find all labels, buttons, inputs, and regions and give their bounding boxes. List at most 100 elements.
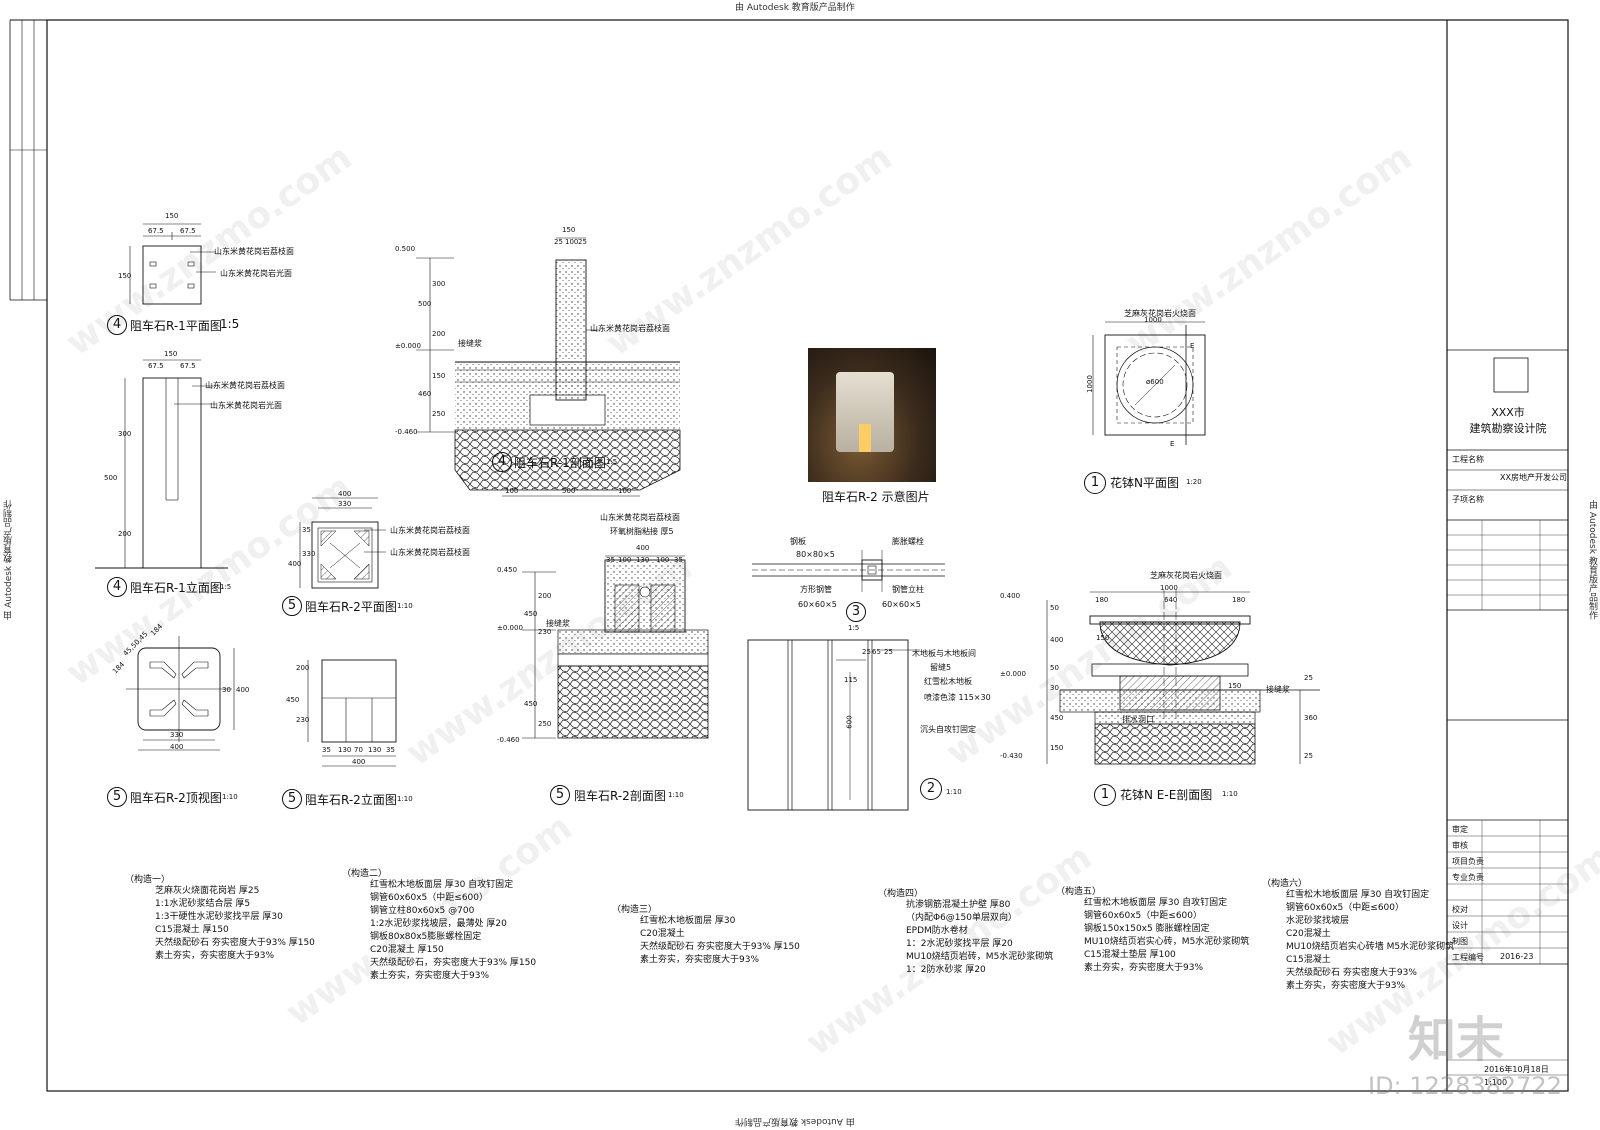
dimension: 67.5	[148, 227, 164, 235]
drawing-title: 阻车石R-1剖面图	[514, 456, 606, 470]
level-mark: -0.460	[395, 428, 418, 436]
drawing-title: 阻车石R-2顶视图	[130, 791, 222, 805]
leader-label: 留缝5	[930, 663, 952, 672]
leader-label: 喷漆色漆 115×30	[924, 693, 991, 702]
note-line: MU10烧结页岩实心砖，M5水泥砂浆砌筑	[1084, 937, 1250, 947]
note-line: 钢管60x60x5（中距≤600）	[1084, 911, 1203, 921]
drawing-number: 4	[107, 577, 127, 597]
dimension: 250	[538, 720, 552, 728]
dimension: 230	[296, 716, 310, 724]
dimension: 500	[418, 300, 432, 308]
stamp-top: 由 Autodesk 教育版产品制作	[735, 3, 855, 13]
note-line: C15混凝土	[1286, 955, 1331, 965]
drawing-number: 5	[282, 596, 302, 616]
dimension: 25	[1304, 674, 1313, 682]
drawing-number: 5	[107, 787, 127, 807]
dimension: 35	[302, 526, 311, 534]
dimension: 100	[618, 556, 632, 564]
institute-logo-box	[1493, 357, 1529, 393]
note-line: MU10烧结页岩砖，M5水泥砂浆砌筑	[906, 952, 1054, 962]
dimension: 35	[386, 746, 395, 754]
note-line: C15混凝土垫层 厚100	[1084, 950, 1176, 960]
drawing-number: 4	[107, 315, 127, 335]
level-mark: ±0.000	[395, 342, 421, 350]
role-label: 审核	[1452, 841, 1468, 850]
drawing-title: 阻车石R-2立面图	[305, 793, 397, 807]
leader-label: 红雪松木地板	[924, 677, 972, 686]
leader-label: 山东米黄花岗岩光面	[220, 269, 292, 278]
dimension: 250	[432, 410, 446, 418]
r2-top-view-drawing	[126, 636, 235, 751]
drawing-title: 花钵N E-E剖面图	[1120, 788, 1213, 802]
planter-section-drawing	[1046, 590, 1320, 765]
detail-2-drawing	[747, 639, 920, 811]
dimension: 180	[1095, 596, 1109, 604]
planter-plan-drawing	[1092, 321, 1206, 445]
dimension: 150	[562, 226, 576, 234]
construction-note-5: （构造五） 红雪松木地板面层 厚30 自攻钉固定 钢管60x60x5（中距≤60…	[1056, 884, 1249, 975]
dimension: 450	[524, 610, 538, 618]
dimension: 25	[884, 648, 893, 656]
note-line: 1：2水泥砂浆找平层 厚20	[906, 939, 1013, 949]
dimension: 330	[302, 550, 316, 558]
dimension: 115	[844, 676, 858, 684]
leader-label: 钢管立柱	[892, 585, 924, 594]
dimension: 150	[432, 372, 446, 380]
leader-label: 山东米黄花岗岩荔枝面	[205, 381, 285, 390]
leader-label: 芝麻灰花岗岩火烧面	[1124, 309, 1196, 318]
leader-label: 60×60×5	[882, 600, 921, 609]
r2-plan-drawing	[299, 497, 386, 589]
leader-label: 山东米黄花岗岩荔枝面	[214, 247, 294, 256]
dimension: 30	[222, 686, 231, 694]
note-title: （构造二）	[342, 869, 388, 879]
section-mark: E	[1170, 440, 1175, 448]
dimension: 67.5	[148, 362, 164, 370]
drawing-number: 2	[920, 778, 942, 800]
drawing-title: 花钵N平面图	[1110, 476, 1179, 490]
dimension: 1000	[1144, 316, 1162, 324]
level-mark: 0.450	[497, 566, 518, 574]
role-label: 项目负责	[1452, 857, 1484, 866]
note-line: 红雪松木地板面层 厚30 自攻钉固定	[370, 880, 514, 890]
construction-note-1: （构造一） 芝麻灰火烧面花岗岩 厚25 1:1水泥砂浆结合层 厚5 1:3干硬性…	[125, 872, 315, 963]
drawing-title: 阻车石R-2剖面图	[574, 789, 666, 803]
dimension: 400	[636, 544, 650, 552]
note-line: C15混凝土 厚150	[155, 925, 229, 935]
note-line: 1：2防水砂浆 厚20	[906, 965, 986, 975]
dimension: 450	[524, 700, 538, 708]
level-mark: 0.400	[1000, 592, 1021, 600]
photo-stone-light	[859, 424, 871, 452]
note-line: 1:3干硬性水泥砂浆找平层 厚30	[155, 912, 283, 922]
detail-3-drawing	[752, 550, 945, 592]
project-label: 工程名称	[1452, 455, 1484, 464]
dimension: 50	[1050, 664, 1059, 672]
frame-border	[46, 19, 1569, 1092]
dimension: 640	[1164, 596, 1178, 604]
dimension: 300	[118, 430, 132, 438]
id-watermark: ID: 1228382722	[1368, 1072, 1562, 1100]
drawing-scale-value: 1:100	[1484, 1078, 1508, 1087]
dimension: 100	[656, 556, 670, 564]
dimension: 200	[538, 592, 552, 600]
note-line: 红雪松木地板面层 厚30 自攻钉固定	[1084, 898, 1228, 908]
dimension: 180	[1232, 596, 1246, 604]
dimension: 25	[554, 238, 563, 246]
level-mark: ±0.000	[497, 624, 523, 632]
drawing-scale: 1:5	[606, 458, 618, 466]
leader-label: 方形钢管	[800, 585, 832, 594]
leader-label: 环氧树脂粘接 厚5	[610, 527, 674, 536]
construction-note-2: （构造二） 红雪松木地板面层 厚30 自攻钉固定 钢管60x60x5（中距≤60…	[342, 866, 536, 983]
dimension: 400	[1050, 636, 1064, 644]
note-line: 素土夯实，夯实密度大于93%	[1286, 981, 1406, 991]
note-line: 水泥砂浆找坡层	[1286, 916, 1350, 926]
note-line: 素土夯实，夯实密度大于93%	[1084, 963, 1204, 973]
dimension: 300	[432, 280, 446, 288]
note-line: MU10烧结页岩实心砖墙 M5水泥砂浆砌筑	[1286, 942, 1455, 952]
dimension: 65	[872, 648, 881, 656]
photo-caption: 阻车石R-2 示意图片	[822, 490, 930, 504]
brand-watermark: 知末	[1408, 1012, 1505, 1068]
drawing-scale: 1:5	[220, 317, 240, 331]
job-number: 2016-23	[1500, 952, 1534, 961]
note-line: 钢板150x150x5 膨胀螺栓固定	[1084, 924, 1210, 934]
dimension: 150	[1050, 744, 1064, 752]
